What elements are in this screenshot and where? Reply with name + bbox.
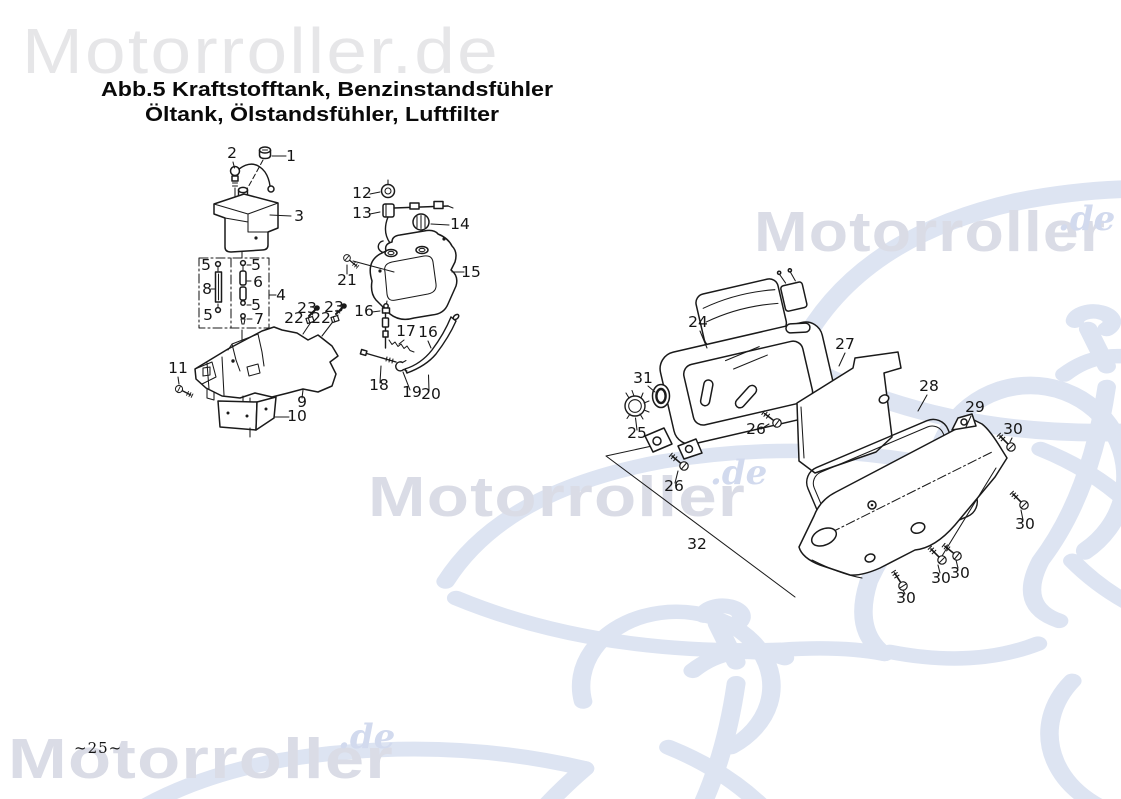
- housing-screws: [668, 407, 783, 484]
- part-callout-17-24: 17: [396, 322, 416, 340]
- part-callout-3-2: 3: [294, 207, 304, 225]
- page-number: ~25~: [74, 739, 122, 757]
- part-callout-8-6: 8: [202, 280, 212, 298]
- part-callout-23-15: 23: [324, 298, 344, 316]
- part-callout-2-1: 2: [227, 144, 237, 162]
- part-callout-4-7: 4: [276, 286, 286, 304]
- stud-kit-box: [198, 257, 277, 341]
- fuel-tank-assembly: [342, 179, 465, 392]
- part-callout-11-11: 11: [168, 359, 188, 377]
- watermark-top-text: Motorroller.de: [22, 15, 500, 87]
- watermark-brand-text: Motorroller: [754, 200, 1106, 264]
- part-callout-12-18: 12: [352, 184, 372, 202]
- housing-mount-ears: [644, 427, 703, 460]
- part-callout-26-33: 26: [746, 420, 766, 438]
- mount-plate: [217, 396, 290, 438]
- bracket-screw: [173, 376, 195, 402]
- part-callout-16-23: 16: [354, 302, 374, 320]
- intake-port: [647, 383, 671, 409]
- part-callout-5-4: 5: [251, 256, 261, 274]
- part-callout-31-31: 31: [633, 369, 653, 387]
- oil-tank: [213, 186, 292, 259]
- cover-screws: [887, 432, 1029, 595]
- part-callout-16-25: 16: [418, 323, 438, 341]
- figure-title-line2: Öltank, Ölstandsfühler, Luftfilter: [145, 103, 499, 126]
- part-callout-6-5: 6: [253, 273, 263, 291]
- watermark-brand-text: Motorroller: [368, 465, 746, 529]
- part-callout-15-21: 15: [461, 263, 481, 281]
- part-callout-1-0: 1: [286, 147, 296, 165]
- figure-title: Abb.5 Kraftstofftank, Benzinstandsfühler…: [101, 78, 553, 126]
- part-callout-10-13: 10: [287, 407, 307, 425]
- part-callout-21-22: 21: [337, 271, 357, 289]
- part-callout-18-26: 18: [369, 376, 389, 394]
- part-callout-22-17: 22: [311, 309, 331, 327]
- part-callout-22-16: 22: [284, 309, 304, 327]
- part-callout-13-19: 13: [352, 204, 372, 222]
- fuel-sender-cap: [369, 179, 396, 199]
- watermark-brand-text: Motorroller: [8, 727, 394, 791]
- part-callout-30-39: 30: [931, 569, 951, 587]
- part-callout-19-27: 19: [402, 383, 422, 401]
- air-filter-cover: [798, 413, 1008, 579]
- part-callout-29-36: 29: [965, 398, 985, 416]
- part-callout-25-32: 25: [627, 424, 647, 442]
- fuel-line-parts: [359, 300, 460, 392]
- tank-screw: [342, 253, 395, 275]
- part-callout-5-8: 5: [251, 296, 261, 314]
- part-callout-20-28: 20: [421, 385, 441, 403]
- air-filter-assembly: [605, 267, 1029, 598]
- hose-clamp: [624, 389, 650, 431]
- fuel-filler-cap: [412, 213, 450, 248]
- watermark-domain-script: .de: [338, 717, 395, 757]
- part-callout-7-9: 7: [254, 310, 264, 328]
- oil-cap: [246, 146, 287, 190]
- oil-tank-assembly: [173, 146, 348, 438]
- watermark-domain-script: .de: [710, 453, 767, 493]
- callout-line-32: [605, 445, 796, 598]
- part-callout-32-42: 32: [687, 535, 707, 553]
- part-callout-9-12: 9: [297, 393, 307, 411]
- figure-title-line1: Abb.5 Kraftstofftank, Benzinstandsfühler: [101, 78, 553, 101]
- part-callout-30-41: 30: [896, 589, 916, 607]
- part-callout-5-3: 5: [201, 256, 211, 274]
- part-callout-30-40: 30: [950, 564, 970, 582]
- part-callout-14-20: 14: [450, 215, 470, 233]
- part-callout-26-34: 26: [664, 477, 684, 495]
- part-callout-24-29: 24: [688, 313, 708, 331]
- watermark-layer: Motorroller.de Motorroller .de Motorroll…: [8, 15, 1121, 799]
- part-callout-27-30: 27: [835, 335, 855, 353]
- part-callout-30-38: 30: [1015, 515, 1035, 533]
- fuel-tank: [369, 229, 465, 321]
- part-callout-23-14: 23: [297, 299, 317, 317]
- part-callout-30-37: 30: [1003, 420, 1023, 438]
- watermark-domain-script: .de: [1058, 199, 1115, 239]
- part-callout-28-35: 28: [919, 377, 939, 395]
- part-callout-5-10: 5: [203, 306, 213, 324]
